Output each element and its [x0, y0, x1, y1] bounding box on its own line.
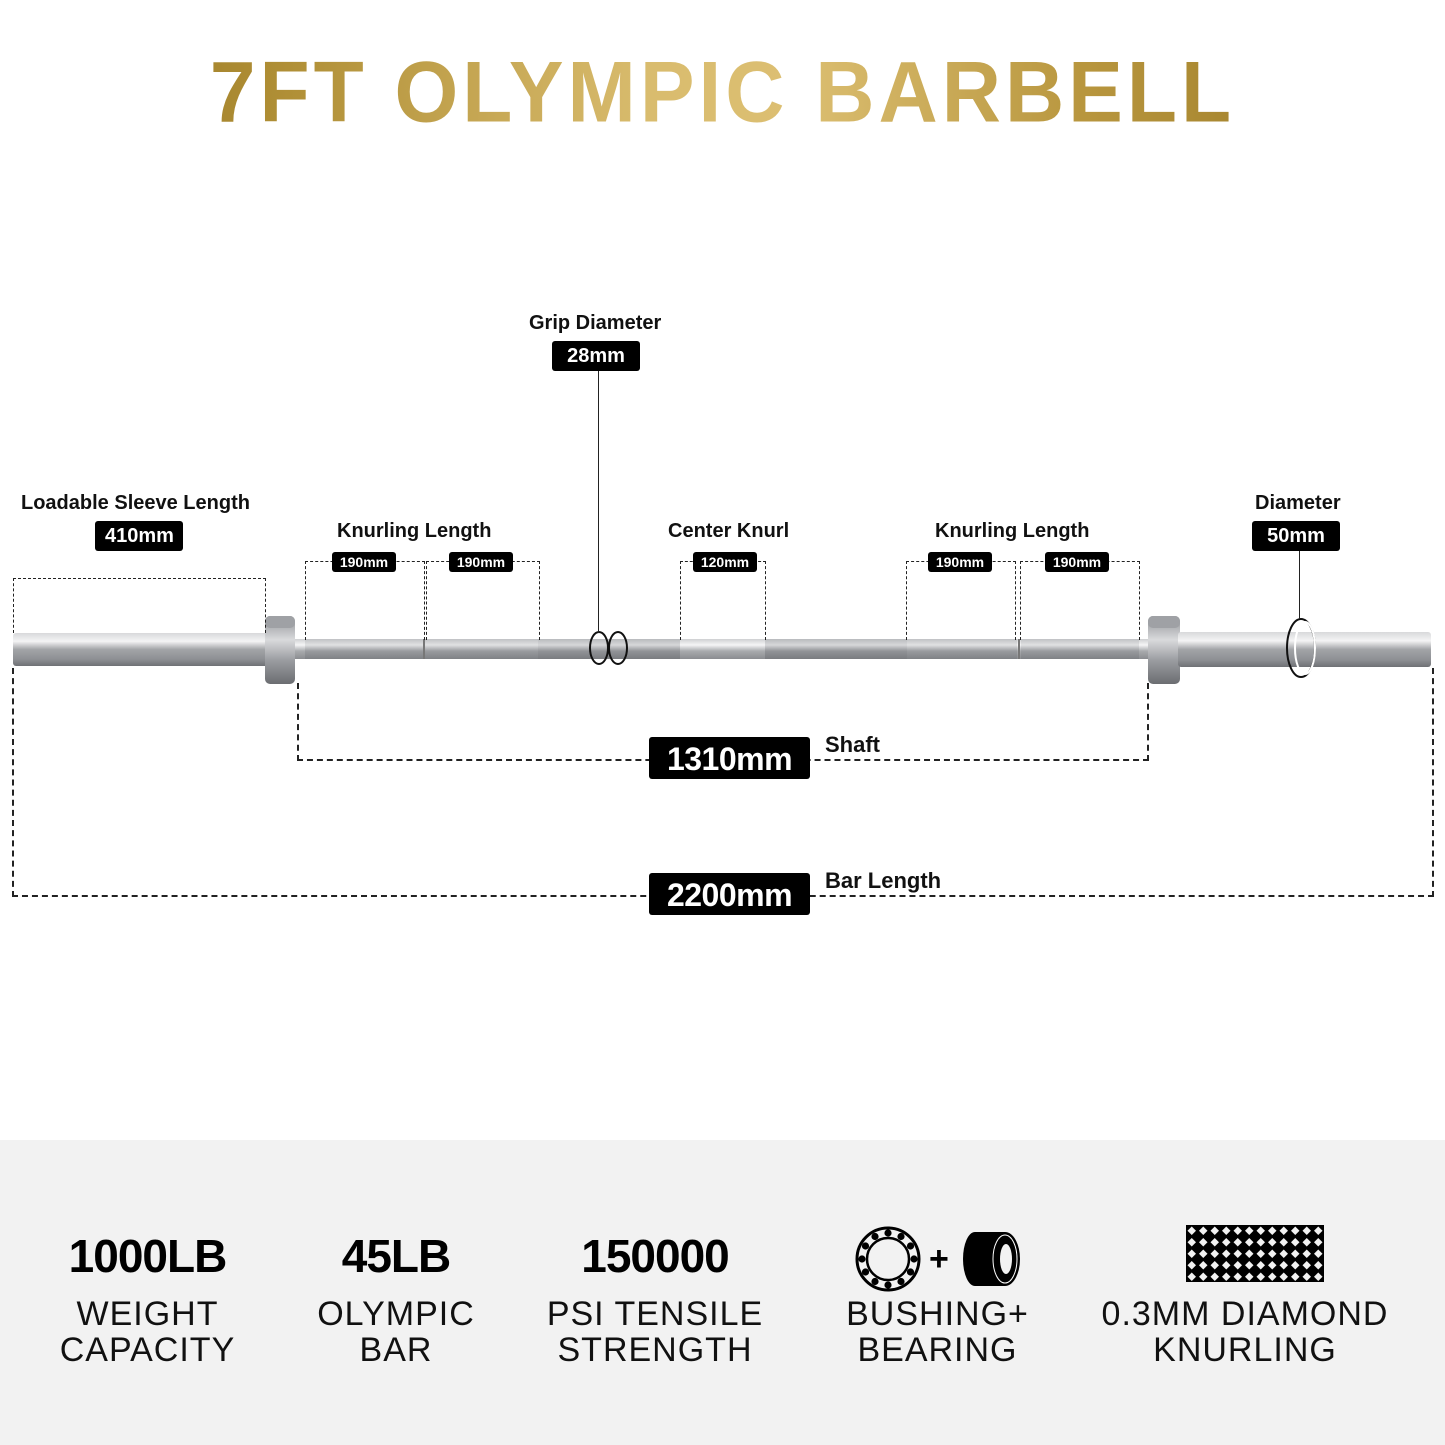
feature-caption: WEIGHT CAPACITY: [20, 1296, 275, 1368]
bar-length-bracket: [12, 668, 1434, 897]
feature-headline: 1000LB: [68, 1230, 228, 1282]
center-knurl-bracket: [680, 561, 766, 640]
bearing-plus-bushing-icon: +: [815, 1222, 1060, 1292]
barbell-illustration: [13, 616, 1431, 684]
page-title: 7FT OLYMPIC BARBELL: [0, 45, 1445, 141]
sleeve-length-tag: 410mm: [95, 521, 183, 551]
knurling-left-tag-2: 190mm: [449, 552, 513, 572]
bushing-icon: [963, 1232, 1020, 1286]
center-knurl-tag: 120mm: [693, 552, 757, 572]
feature-headline: 45LB: [341, 1230, 451, 1282]
caption-line-1: WEIGHT: [76, 1295, 219, 1333]
knurling-right-bracket-1: [906, 561, 1016, 640]
feature-caption: OLYMPIC BAR: [290, 1296, 502, 1368]
knurling-left-bracket-1: [305, 561, 425, 640]
caption-line-1: 0.3MM DIAMOND: [1101, 1295, 1389, 1333]
sleeve-length-label: Loadable Sleeve Length: [21, 492, 250, 514]
grip-diameter-tag: 28mm: [552, 341, 640, 371]
knurling-right-tag-2: 190mm: [1045, 552, 1109, 572]
grip-diameter-leader-line: [598, 371, 599, 633]
caption-line-2: BAR: [359, 1331, 433, 1369]
features-band: 1000LB WEIGHT CAPACITY 45LB OLYMPIC BAR …: [0, 1140, 1445, 1445]
ball-bearing-icon: [855, 1226, 921, 1292]
knurling-right-bracket-2: [1020, 561, 1140, 640]
shaft-label: Shaft: [825, 732, 880, 757]
caption-line-1: OLYMPIC: [317, 1295, 475, 1333]
sleeve-diameter-label: Diameter: [1255, 492, 1341, 514]
grip-diameter-label: Grip Diameter: [529, 312, 662, 334]
caption-line-1: PSI TENSILE: [546, 1295, 764, 1333]
knurling-left-bracket-2: [426, 561, 540, 640]
knurling-left-tag-1: 190mm: [332, 552, 396, 572]
barbell-diagram: Grip Diameter 28mm Loadable Sleeve Lengt…: [12, 312, 1434, 915]
feature-caption: PSI TENSILE STRENGTH: [530, 1296, 780, 1368]
knurling-right-label: Knurling Length: [935, 520, 1090, 542]
caption-line-2: BEARING: [857, 1331, 1018, 1369]
caption-line-2: STRENGTH: [557, 1331, 753, 1369]
feature-caption: 0.3MM DIAMOND KNURLING: [1100, 1296, 1390, 1368]
feature-caption: BUSHING+ BEARING: [815, 1296, 1060, 1368]
sleeve-diameter-leader-line: [1299, 551, 1300, 619]
caption-line-2: CAPACITY: [59, 1331, 236, 1369]
feature-headline: 150000: [581, 1230, 730, 1282]
knurling-left-label: Knurling Length: [337, 520, 492, 542]
knurling-right-tag-1: 190mm: [928, 552, 992, 572]
caption-line-1: BUSHING+: [846, 1295, 1029, 1333]
sleeve-diameter-tag: 50mm: [1252, 521, 1340, 551]
shaft-length-tag: 1310mm: [649, 737, 810, 779]
diamond-knurl-pattern-icon: [1100, 1222, 1390, 1288]
caption-line-2: KNURLING: [1153, 1331, 1337, 1369]
plus-glyph: +: [929, 1240, 949, 1278]
center-knurl-label: Center Knurl: [668, 520, 790, 542]
sleeve-length-bracket: [13, 578, 266, 633]
bar-length-label: Bar Length: [825, 868, 942, 893]
bar-length-tag: 2200mm: [649, 873, 810, 915]
